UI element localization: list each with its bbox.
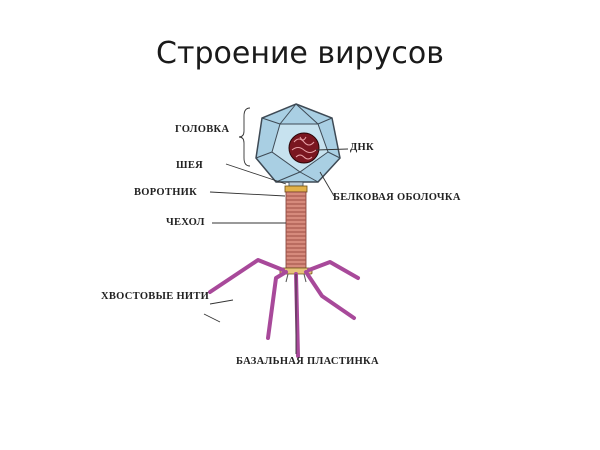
label-head: ГОЛОВКА: [175, 124, 230, 135]
collar: [284, 185, 308, 193]
slide-title: Строение вирусов: [156, 36, 444, 71]
label-base-plate: БАЗАЛЬНАЯ ПЛАСТИНКА: [236, 356, 379, 367]
label-tail-fibers: ХВОСТОВЫЕ НИТИ: [101, 291, 210, 302]
label-dna: ДНК: [350, 142, 374, 153]
tail-fibers: [208, 258, 360, 358]
label-protein-coat: БЕЛКОВАЯ ОБОЛОЧКА: [333, 192, 461, 203]
label-sheath: ЧЕХОЛ: [166, 217, 205, 228]
leader-lines: [203, 107, 349, 354]
dna-coil: [288, 132, 320, 164]
neck: [288, 181, 304, 187]
tail-sheath: [285, 191, 307, 269]
label-neck: ШЕЯ: [176, 160, 204, 171]
label-collar: ВОРОТНИК: [134, 187, 198, 198]
